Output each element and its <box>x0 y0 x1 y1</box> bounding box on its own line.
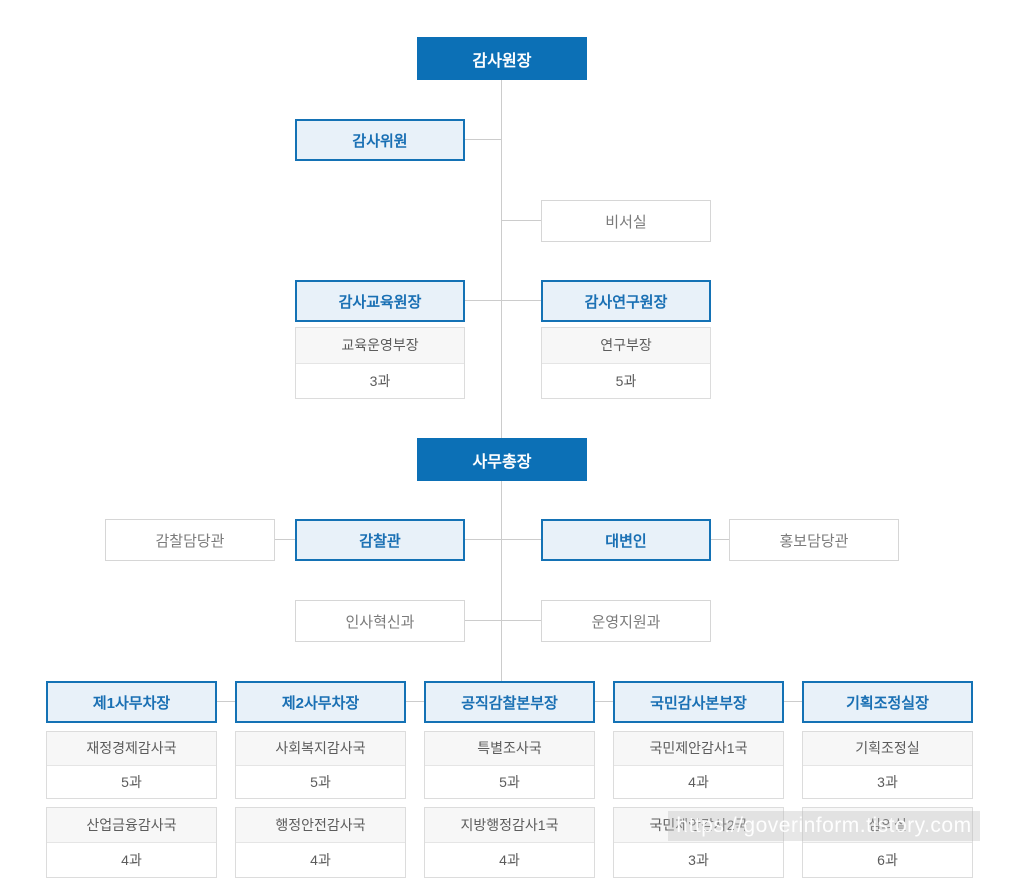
connector-hr-operation <box>465 620 541 621</box>
audit-research-director-box: 감사연구원장 <box>541 280 711 322</box>
connector-col4-col5 <box>784 701 802 702</box>
audit-education-director-box: 감사교육원장 <box>295 280 465 322</box>
connector-col3-col4 <box>595 701 613 702</box>
connector-inspection-officer <box>275 539 295 540</box>
connector-secretary-office <box>502 220 541 221</box>
column5-bureau1: 기획조정실 <box>803 732 972 766</box>
hr-innovation-box: 인사혁신과 <box>295 600 465 642</box>
connector-inspector-spokesperson <box>465 539 541 540</box>
audit-education-sub1: 교육운영부장 <box>296 328 464 364</box>
column4-subgroup2: 국민제안감사2국 3과 <box>613 807 784 878</box>
column5-bureau2-divisions: 6과 <box>877 852 898 868</box>
column1-head-box: 제1사무차장 <box>46 681 217 723</box>
connector-col2-col3 <box>406 701 424 702</box>
column1-subgroup1: 재정경제감사국 5과 <box>46 731 217 799</box>
column5-subgroup2: 심의실 6과 <box>802 807 973 878</box>
column4-head-box: 국민감사본부장 <box>613 681 784 723</box>
audit-research-sub2: 5과 <box>615 372 637 389</box>
connector-commissioners <box>465 139 502 140</box>
connector-edu-research <box>465 300 541 301</box>
column4-bureau1-divisions: 4과 <box>688 773 709 790</box>
column3-subgroup1: 특별조사국 5과 <box>424 731 595 799</box>
commissioners-box: 감사위원 <box>295 119 465 161</box>
audit-research-subgroup: 연구부장 5과 <box>541 327 711 399</box>
column1-subgroup2: 산업금융감사국 4과 <box>46 807 217 878</box>
connector-col1-col2 <box>217 701 235 702</box>
column5-bureau2: 심의실 <box>803 808 972 843</box>
column4-subgroup1: 국민제안감사1국 4과 <box>613 731 784 799</box>
column3-subgroup2: 지방행정감사1국 4과 <box>424 807 595 878</box>
column2-subgroup1: 사회복지감사국 5과 <box>235 731 406 799</box>
column4-bureau2-divisions: 3과 <box>688 852 709 868</box>
inspection-officer-box: 감찰담당관 <box>105 519 275 561</box>
inspector-general-box: 감찰관 <box>295 519 465 561</box>
spokesperson-box: 대변인 <box>541 519 711 561</box>
column2-bureau1-divisions: 5과 <box>310 773 331 790</box>
audit-research-sub1: 연구부장 <box>542 328 710 364</box>
column1-bureau1: 재정경제감사국 <box>47 732 216 766</box>
column3-bureau1: 특별조사국 <box>425 732 594 766</box>
column3-bureau2: 지방행정감사1국 <box>425 808 594 843</box>
column3-bureau2-divisions: 4과 <box>499 852 520 868</box>
connector-main-lower <box>501 481 502 681</box>
column2-bureau1: 사회복지감사국 <box>236 732 405 766</box>
column2-subgroup2: 행정안전감사국 4과 <box>235 807 406 878</box>
watermark: https://goverinform.tistory.com <box>668 811 980 841</box>
column5-head-box: 기획조정실장 <box>802 681 973 723</box>
secretary-office-box: 비서실 <box>541 200 711 242</box>
column4-bureau2: 국민제안감사2국 <box>614 808 783 843</box>
connector-main-upper <box>501 80 502 438</box>
column2-bureau2: 행정안전감사국 <box>236 808 405 843</box>
audit-education-sub2: 3과 <box>369 372 391 389</box>
column1-bureau2: 산업금융감사국 <box>47 808 216 843</box>
column2-head-box: 제2사무차장 <box>235 681 406 723</box>
column1-bureau2-divisions: 4과 <box>121 852 142 868</box>
pr-officer-box: 홍보담당관 <box>729 519 899 561</box>
column3-head-box: 공직감찰본부장 <box>424 681 595 723</box>
column4-bureau1: 국민제안감사1국 <box>614 732 783 766</box>
secretary-general-box: 사무총장 <box>417 438 587 481</box>
chairman-box: 감사원장 <box>417 37 587 80</box>
connector-pr-officer <box>711 539 729 540</box>
operation-support-box: 운영지원과 <box>541 600 711 642</box>
audit-education-subgroup: 교육운영부장 3과 <box>295 327 465 399</box>
column5-subgroup1: 기획조정실 3과 <box>802 731 973 799</box>
column2-bureau2-divisions: 4과 <box>310 852 331 868</box>
column3-bureau1-divisions: 5과 <box>499 773 520 790</box>
column1-bureau1-divisions: 5과 <box>121 773 142 790</box>
column5-bureau1-divisions: 3과 <box>877 773 898 790</box>
